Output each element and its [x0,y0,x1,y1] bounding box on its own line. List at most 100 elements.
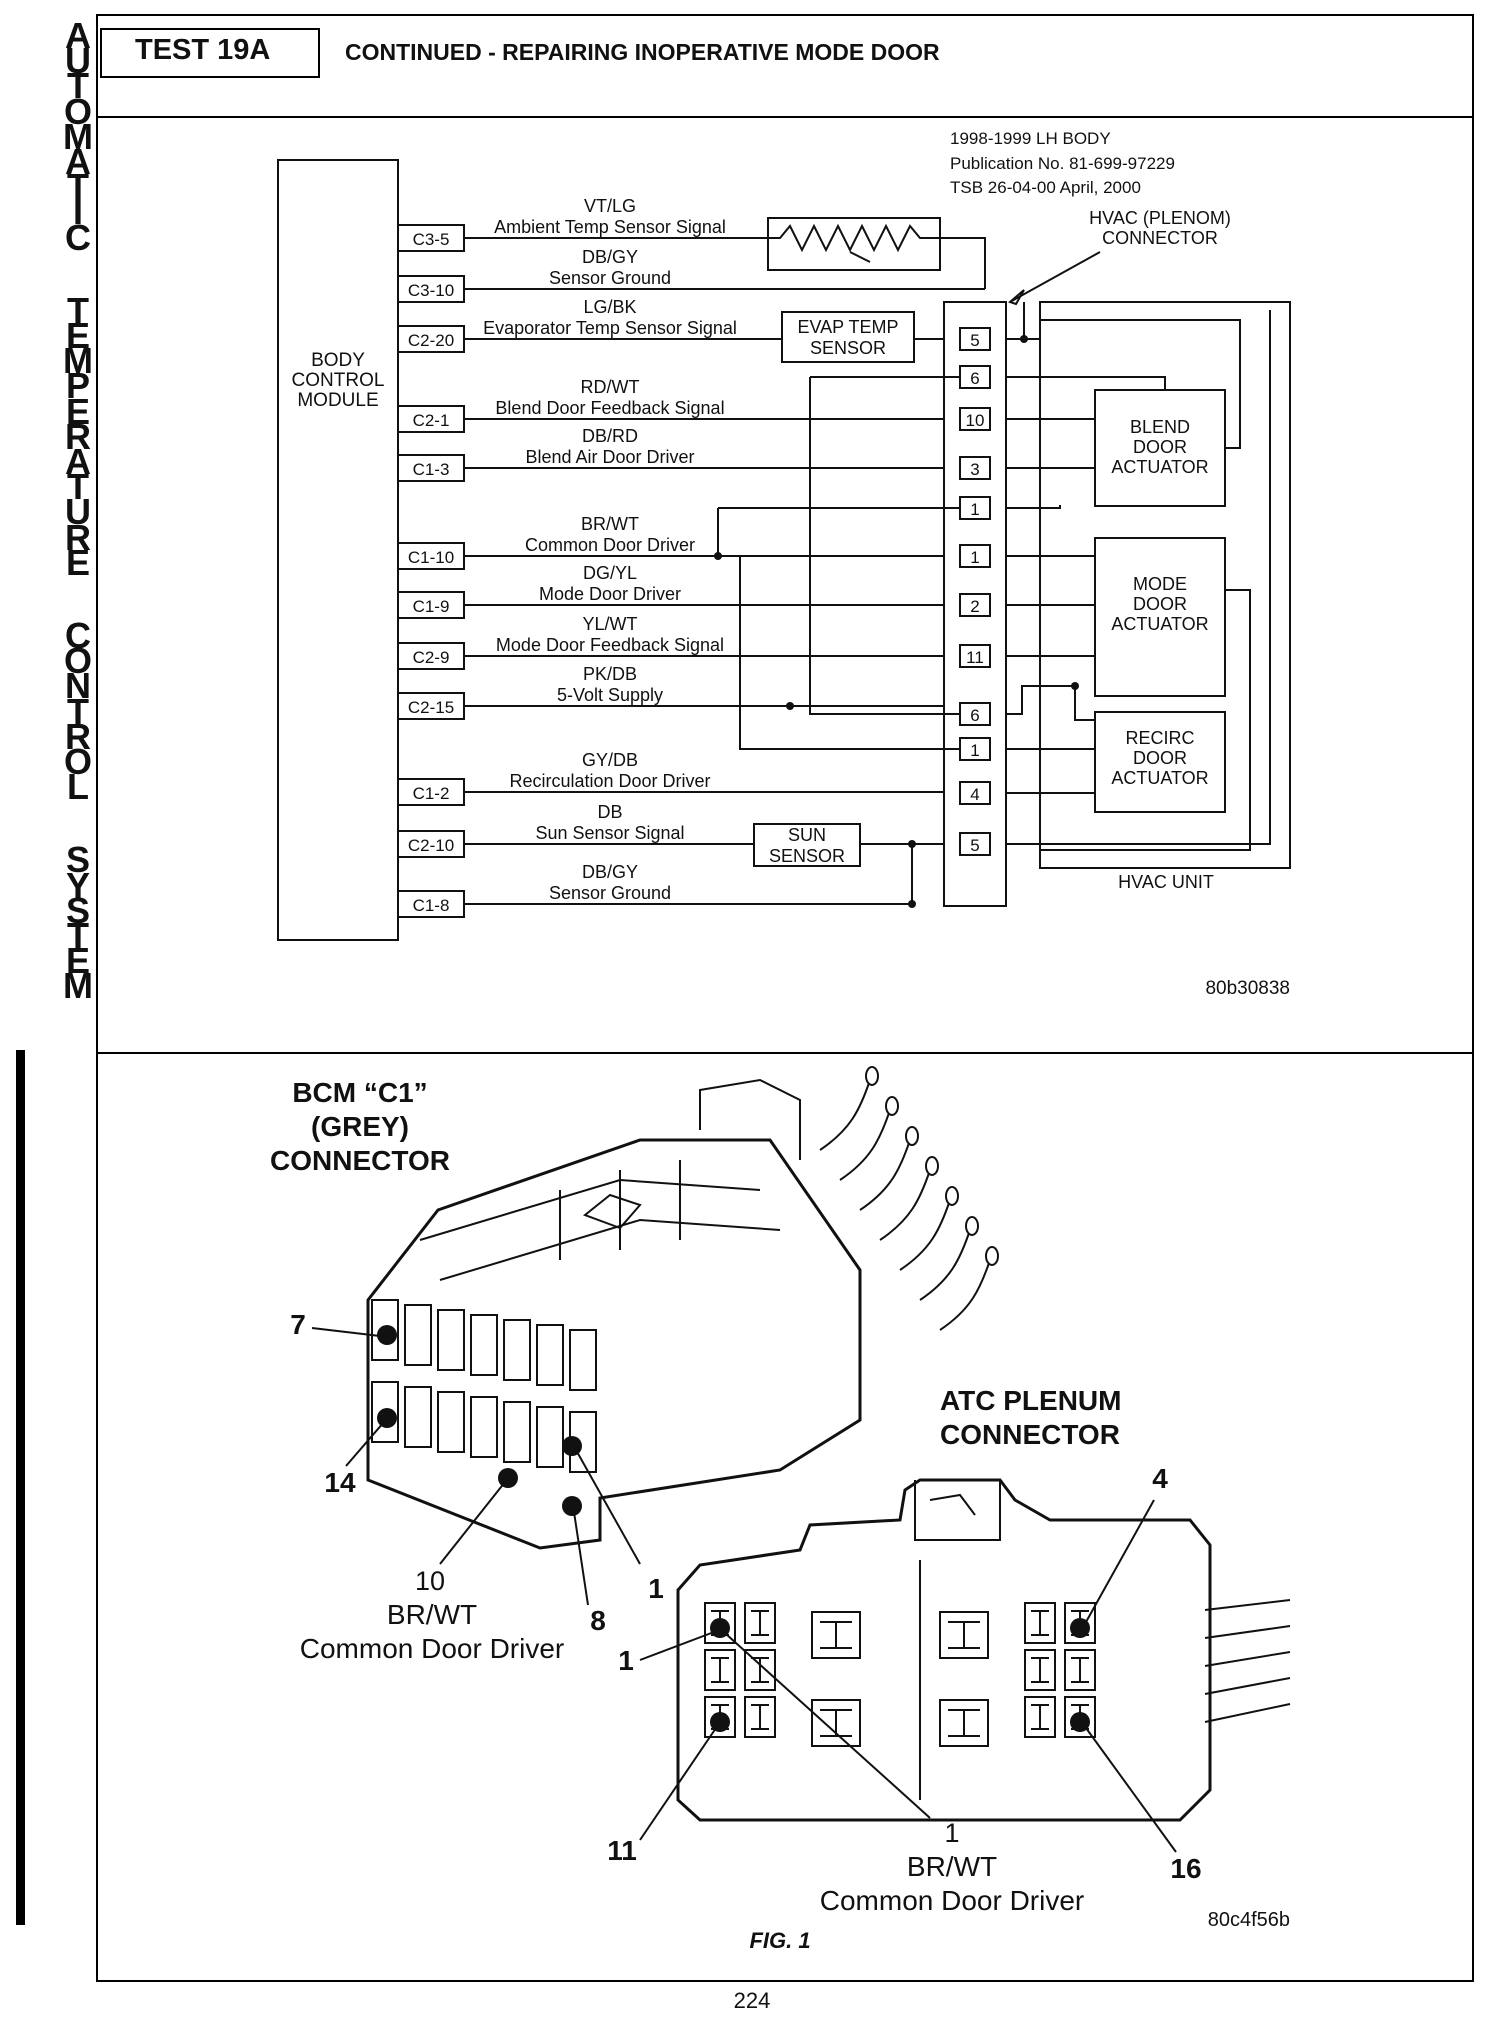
circuit-desc-label: Evaporator Temp Sensor Signal [483,318,737,338]
circuit-desc-label: Common Door Driver [525,535,695,555]
harness-wire [859,1139,911,1211]
test-label-box [100,28,320,78]
harness-wire [919,1229,971,1301]
pin-box [397,325,465,353]
connector-pin [959,407,991,431]
harness-wire [1204,1651,1291,1667]
bcm-pin-label: C1-8 [413,896,450,915]
junction-dot [908,900,916,908]
evap-sensor-label: EVAP TEMP [797,317,898,337]
hvac-connector-label: CONNECTOR [1102,228,1218,248]
wire-color-label: GY/DB [582,750,638,770]
sidebar-letter: A [65,441,91,482]
wire-end [925,1156,939,1176]
hvac-unit-outline [1039,301,1291,869]
pin-box [397,890,465,918]
bcm-pin-label: C2-15 [408,698,454,717]
sidebar-letter: U [65,40,91,82]
pin-box [397,454,465,482]
sidebar-letter: L [67,766,89,808]
circuit-desc-label: Recirculation Door Driver [509,771,710,791]
terminal-shape [1031,1657,1049,1683]
harness-wire [1204,1703,1291,1723]
sidebar-letter: T [67,690,89,732]
leader-line [1009,251,1101,303]
pin-1-dot [562,1436,582,1456]
connector-pin [959,593,991,617]
atc-callout-4: 4 [1152,1463,1168,1494]
junction-dot [1071,682,1079,690]
connector-ridge [439,1218,781,1281]
connector-cavity [503,1401,531,1463]
harness-wire [839,1109,891,1181]
leader-arrow [1008,289,1025,306]
atc-cavity [1024,1649,1056,1691]
mode-door-actuator [1094,537,1226,697]
sidebar-letter: I [72,191,83,233]
mode-actuator-label: MODE [1133,574,1187,594]
connector-cavity [536,1406,564,1468]
sidebar-letter: P [65,365,90,407]
sensor-arrow [849,251,871,263]
connector-cavity [437,1391,465,1453]
blend-actuator-label: ACTUATOR [1111,457,1208,477]
pin-14-dot [377,1408,397,1428]
fig-label: FIG. 1 [749,1928,810,1953]
atc-wire-desc: Common Door Driver [820,1885,1085,1916]
sidebar-letter: E [65,541,90,583]
connector-cavity [569,1329,597,1391]
bcm-box [277,159,399,941]
connector-pin-label: 5 [970,331,979,350]
atc-callout-16: 16 [1170,1853,1201,1884]
evap-temp-sensor [781,311,915,363]
sidebar-letter: O [63,741,92,782]
atc-connector-title: ATC PLENUM [940,1385,1121,1416]
wire [1040,589,1251,851]
atc-pin-4-dot [1070,1618,1090,1638]
terminal-shape [751,1610,769,1636]
terminal-shape [948,1709,980,1737]
callout-line [639,1727,717,1841]
diagram-figure-id: 80b30838 [1205,978,1290,999]
circuit-desc-label: Blend Door Feedback Signal [495,398,724,418]
bcm-wire-desc: Common Door Driver [300,1633,565,1664]
pin-10-dot [498,1468,518,1488]
mode-actuator-label: ACTUATOR [1111,614,1208,634]
atc-wire-color: BR/WT [907,1851,997,1882]
connector-pin-label: 2 [970,597,979,616]
atc-cavity [1024,1696,1056,1738]
pin-box [397,778,465,806]
sidebar-letter: O [63,90,92,132]
junction-dot [786,702,794,710]
atc-callout-1: 1 [618,1645,634,1676]
hvac-unit-label: HVAC UNIT [1118,872,1214,892]
sidebar-letter: M [63,965,93,1007]
bcm-connector-body [366,1138,862,1550]
connector-cavity [437,1309,465,1371]
harness-wire [1204,1677,1291,1695]
wire-color-label: VT/LG [584,196,636,216]
wire-color-label: RD/WT [581,377,640,397]
sidebar-letter: A [65,15,91,56]
callout-7: 7 [290,1309,306,1340]
harness-wire [939,1259,991,1331]
publication-line: TSB 26-04-00 April, 2000 [950,178,1141,197]
wire [1040,319,1241,449]
bcm-pin-label: C2-9 [413,648,450,667]
sidebar-rule [16,1050,25,1925]
wire-end [945,1186,959,1206]
connector-pin-label: 1 [970,548,979,567]
connector-pin [959,456,991,480]
evap-sensor-label: SENSOR [810,338,886,358]
terminal-shape [1031,1610,1049,1636]
connector-pin [959,327,991,351]
sidebar-letter: S [65,889,90,931]
connector-cavity [404,1304,432,1366]
circuit-desc-label: Mode Door Feedback Signal [496,635,724,655]
sidebar-letter: M [63,340,93,382]
page-title: CONTINUED - REPAIRING INOPERATIVE MODE D… [345,39,940,65]
bcm-pin-label: C3-5 [413,230,450,249]
